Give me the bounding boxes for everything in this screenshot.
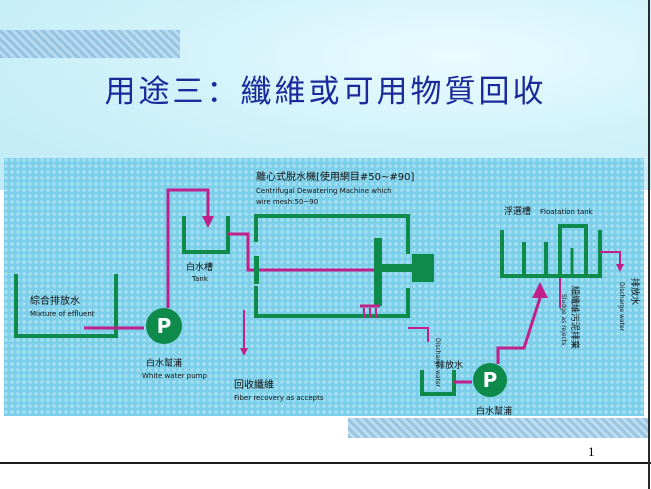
decorative-strip-top [0,30,180,58]
page-number: 1 [588,444,595,459]
slide-bottom-border [0,462,651,464]
discharge-1-label-en: Discharge water [434,338,441,388]
centrifuge-motor [412,254,434,282]
centrifuge-housing-top [254,214,410,254]
floatation-discharge-arrow [616,264,624,272]
centrifuge-shaft [382,264,412,272]
floatation-label-en: Floatation tank [540,208,594,216]
process-diagram: 綜合排放水 Mixture of effluent P 白水幫浦 White w… [4,158,644,416]
effluent-basin [14,274,118,338]
fiber-label-en: Fiber recovery as accepts [234,394,324,402]
diagram-svg: 綜合排放水 Mixture of effluent P 白水幫浦 White w… [14,170,641,416]
sludge-label-zh: 細纖維污泥排棄 [569,286,581,349]
fiber-label-zh: 回收纖維 [234,378,274,391]
discharge-2-label-zh: 排放水 [629,278,641,305]
tank-label-zh: 白水槽 [186,261,213,273]
fiber-outlet-arrow [240,348,248,356]
tank-outlet-pipe [228,232,376,272]
slide-right-border [648,0,650,489]
floatation-riser-pipe [496,297,542,364]
mixture-label-zh: 綜合排放水 [30,294,80,307]
pump-1-label-en: White water pump [142,372,207,380]
centrifuge-housing-bottom [254,286,410,318]
floatation-label-zh: 浮選槽 [504,205,531,217]
pump-2-label-zh: 白水幫浦 [476,405,512,416]
pump-1-label-zh: 白水幫浦 [146,357,182,369]
pump-riser-pipe [166,188,210,308]
floatation-discharge-pipe [600,251,621,266]
discharge-1-label-zh: 排放水 [436,359,463,371]
sludge-label-en: Sludge as rejects [560,294,567,345]
centrifuge-inlet-flange [254,256,259,284]
white-water-pump-2 [473,363,507,397]
pump-1-symbol: P [157,314,172,338]
slide-title: 用途三：纖維或可用物質回收 [104,74,547,110]
centrifuge-discharge-pipe [408,327,429,342]
tank-inlet-arrow [202,216,214,228]
centrifuge-rotor [374,238,382,306]
floatation-baffles [522,242,548,276]
decorative-strip-bottom [348,418,648,438]
discharge-2-label-en: Discharge water [618,282,625,332]
tank-label-en: Tank [191,275,209,283]
floatation-inlet-arrow [532,282,548,298]
centrifuge-label-en: Centrifugal Dewatering Machine which [256,187,392,195]
diagram-texture [4,158,644,416]
centrifuge-label-en-2: wire mesh:50~90 [256,198,318,206]
mixture-label-en: Mixture of effluent [30,310,95,318]
pump-2-symbol: P [483,368,498,392]
centrifuge-label-zh: 離心式脫水機[使用網目#50~#90] [256,170,414,183]
floatation-weir [558,224,588,276]
white-water-pump-1 [146,308,182,344]
screen-mesh [363,308,377,318]
